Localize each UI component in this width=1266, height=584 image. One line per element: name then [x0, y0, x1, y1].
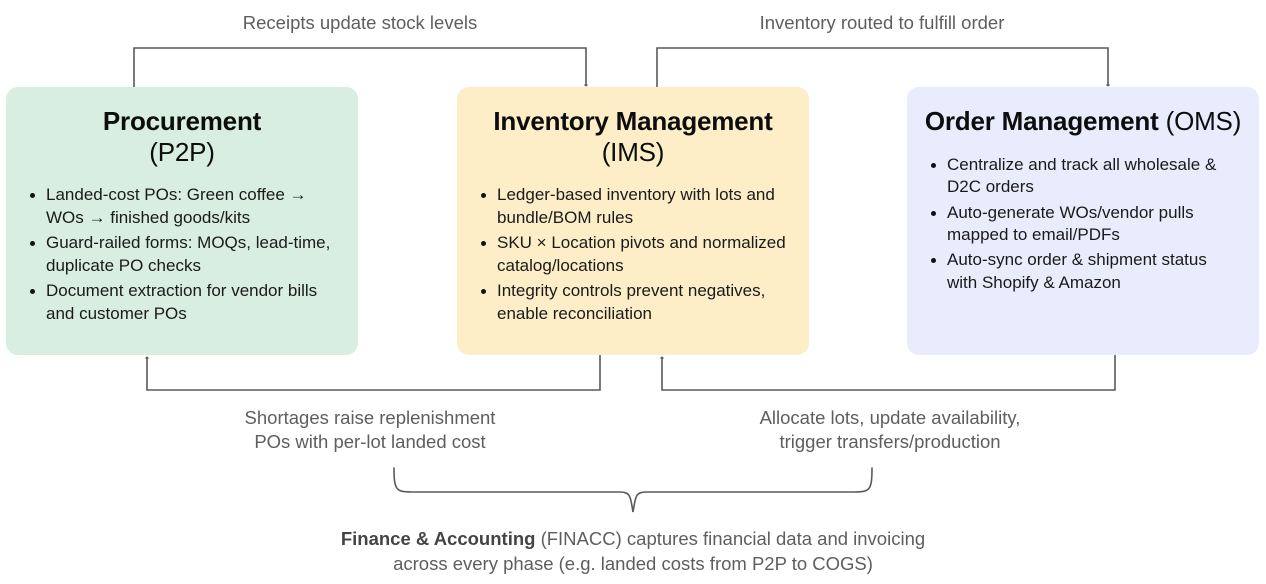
finance-footer-note: Finance & Accounting (FINACC) captures f… [103, 527, 1163, 577]
finance-brace [393, 467, 873, 513]
list-item: Ledger-based inventory with lots and bun… [481, 184, 791, 229]
edge-label-receipts-update-stock-levels: Receipts update stock levels [242, 12, 478, 33]
list-item: Integrity controls prevent negatives, en… [481, 280, 791, 325]
edge-bottom-left-arrow [147, 355, 601, 391]
pillar-procurement-title-strong: Procurement [102, 106, 262, 136]
edge-label-inventory-routed-to-fulfill-order: Inventory routed to fulfill order [759, 12, 1005, 33]
list-item: Landed-cost POs: Green coffee → WOs → fi… [30, 184, 340, 229]
edge-label-allocate-lots-update-availability: Allocate lots, update availability, trig… [759, 407, 1021, 453]
pillar-inventory-title-strong: Inventory Management [493, 106, 773, 136]
list-item: Guard-railed forms: MOQs, lead-time, dup… [30, 232, 340, 277]
finance-footer-rest: (FINACC) captures financial data and inv… [535, 528, 926, 549]
list-item: Auto-generate WOs/vendor pulls mapped to… [931, 202, 1241, 247]
pillar-orders-points: Centralize and track all wholesale & D2C… [921, 154, 1245, 295]
list-item: Centralize and track all wholesale & D2C… [931, 154, 1241, 199]
edge-top-left-arrow [133, 47, 586, 88]
pillar-inventory-points: Ledger-based inventory with lots and bun… [471, 184, 795, 325]
pillar-procurement-title: Procurement (P2P) [20, 106, 344, 167]
pillar-procurement[interactable]: Procurement (P2P) Landed-cost POs: Green… [6, 87, 358, 355]
pillar-inventory-title: Inventory Management (IMS) [471, 106, 795, 167]
finance-footer-strong: Finance & Accounting [340, 528, 536, 549]
list-item: Auto-sync order & shipment status with S… [931, 249, 1241, 294]
pillar-inventory-title-abbr: (IMS) [601, 136, 665, 167]
pillar-orders-title: Order Management (OMS) [921, 106, 1245, 137]
list-item: Document extraction for vendor bills and… [30, 280, 340, 325]
pillar-inventory-management[interactable]: Inventory Management (IMS) Ledger-based … [457, 87, 809, 355]
list-item: SKU × Location pivots and normalized cat… [481, 232, 791, 277]
pillar-procurement-title-abbr: (P2P) [149, 136, 215, 167]
pillar-orders-title-strong: Order Management [924, 106, 1159, 136]
pillar-orders-title-abbr: (OMS) [1165, 106, 1242, 136]
edge-label-shortages-raise-replenishment: Shortages raise replenishment POs with p… [244, 407, 496, 453]
pillar-procurement-points: Landed-cost POs: Green coffee → WOs → fi… [20, 184, 344, 325]
finance-footer-line2: across every phase (e.g. landed costs fr… [393, 552, 873, 574]
edge-top-right-arrow [656, 47, 1108, 88]
pillar-order-management[interactable]: Order Management (OMS) Centralize and tr… [907, 87, 1259, 355]
edge-bottom-right-arrow [662, 355, 1116, 391]
